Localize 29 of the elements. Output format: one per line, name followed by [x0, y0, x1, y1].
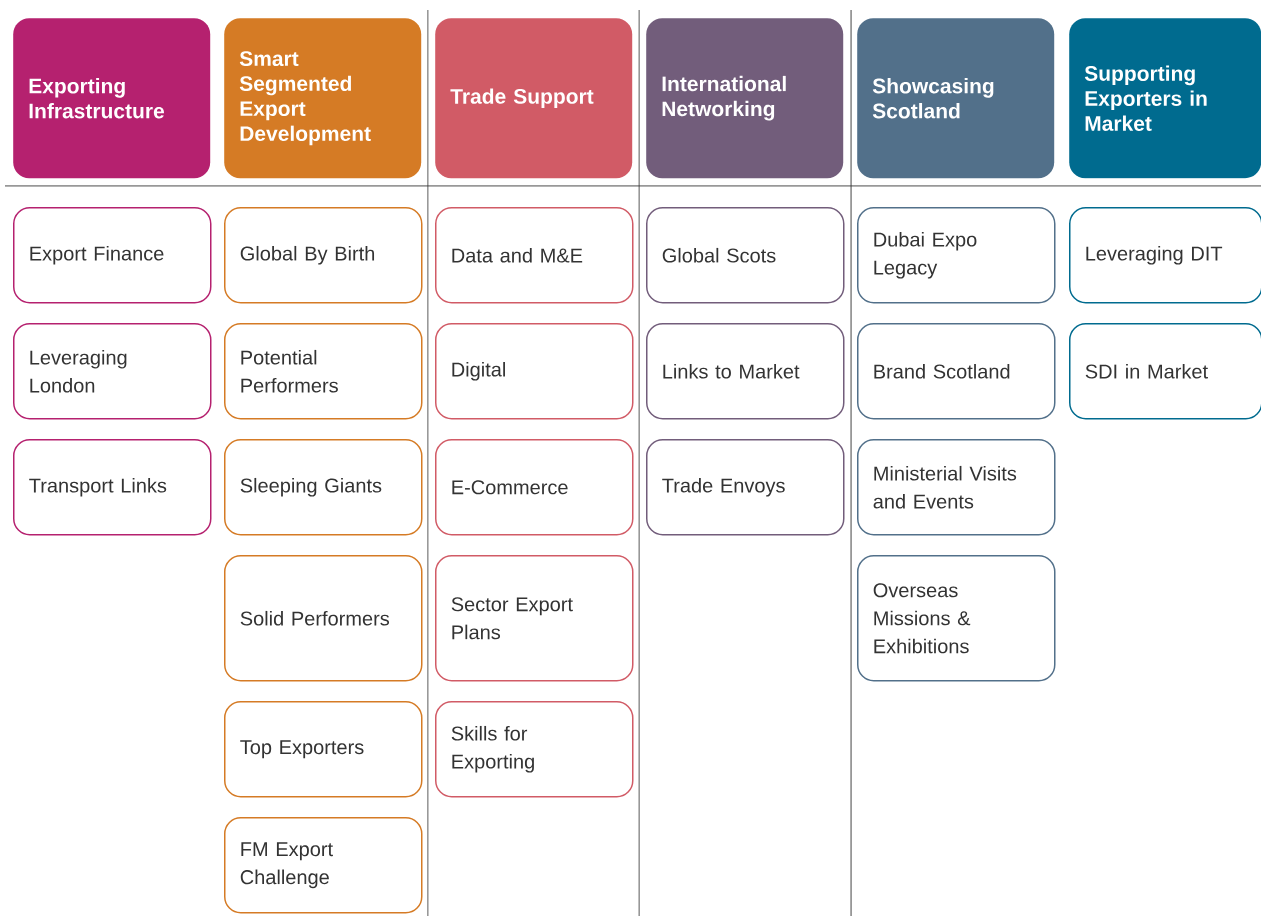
- item-box: Export Finance: [13, 207, 212, 304]
- item-box: Brand Scotland: [857, 323, 1056, 420]
- item-box: Global Scots: [646, 207, 845, 304]
- item-box: Links to Market: [646, 323, 845, 420]
- item-box: Leveraging DIT: [1069, 207, 1261, 304]
- item-box: Skills for Exporting: [435, 701, 634, 798]
- category-header: International Networking: [646, 18, 844, 179]
- item-box: Trade Envoys: [646, 439, 845, 536]
- item-box: SDI in Market: [1069, 323, 1261, 420]
- item-box: Potential Performers: [224, 323, 423, 420]
- item-box: Solid Performers: [224, 555, 423, 682]
- item-box: FM Export Challenge: [224, 817, 423, 914]
- category-header: Trade Support: [435, 18, 633, 179]
- item-box: E-Commerce: [435, 439, 634, 536]
- category-header: Exporting Infrastructure: [13, 18, 211, 179]
- item-box: Dubai Expo Legacy: [857, 207, 1056, 304]
- item-box: Digital: [435, 323, 634, 420]
- item-box: Sector Export Plans: [435, 555, 634, 682]
- category-header: Supporting Exporters in Market: [1069, 18, 1261, 179]
- category-header: Showcasing Scotland: [857, 18, 1055, 179]
- item-box: Leveraging London: [13, 323, 212, 420]
- item-box: Data and M&E: [435, 207, 634, 304]
- item-box: Transport Links: [13, 439, 212, 536]
- item-box: Sleeping Giants: [224, 439, 423, 536]
- item-box: Top Exporters: [224, 701, 423, 798]
- item-box: Overseas Missions & Exhibitions: [857, 555, 1056, 682]
- item-box: Global By Birth: [224, 207, 423, 304]
- item-box: Ministerial Visits and Events: [857, 439, 1056, 536]
- category-header: Smart Segmented Export Development: [224, 18, 422, 179]
